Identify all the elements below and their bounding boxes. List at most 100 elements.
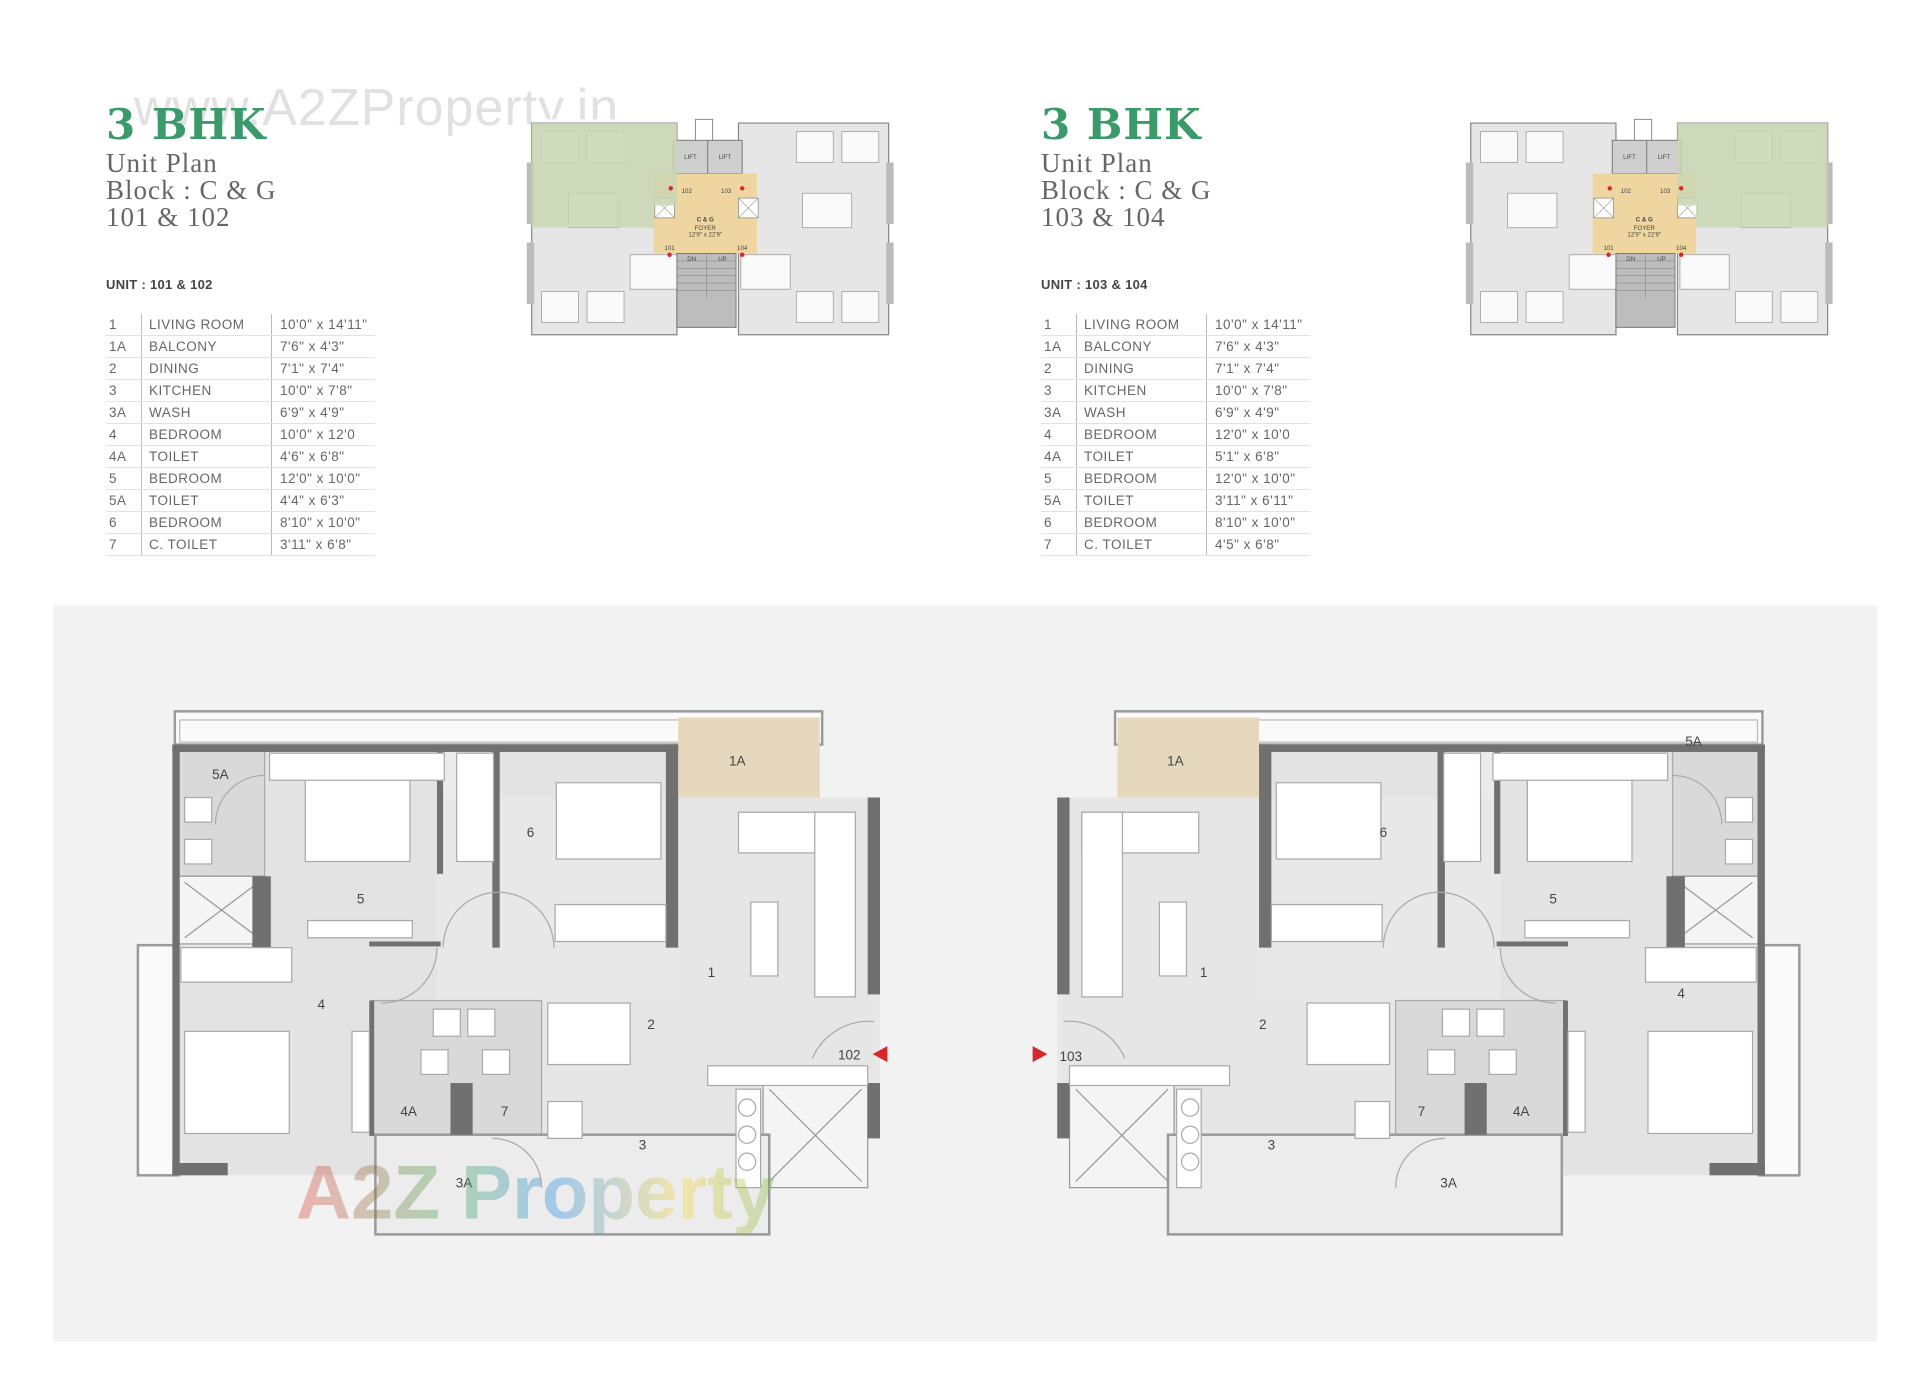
block-label: C & G — [1636, 217, 1653, 224]
room-dimension: 3'11" x 6'8" — [271, 533, 375, 556]
unit-103-label: 103 — [721, 188, 732, 195]
room-dimension: 4'5" x 6'8" — [1206, 533, 1310, 556]
lift-label: LIFT — [1623, 154, 1636, 161]
entry-arrow-icon — [1032, 1046, 1048, 1063]
unit-103-label: 103 — [1660, 188, 1671, 195]
room-label-5a: 5A — [212, 767, 229, 782]
room-number: 2 — [1041, 357, 1077, 380]
foyer-label: FOYER — [695, 225, 717, 232]
unit-104-label: 104 — [1676, 245, 1687, 252]
entry-marker-icon — [1607, 186, 1613, 191]
room-dimension: 6'9" x 4'9" — [271, 401, 375, 424]
unit-104-label: 104 — [737, 245, 748, 252]
unit-101-label: 101 — [664, 245, 675, 252]
unit-type-title: 3 BHK — [1041, 100, 1202, 149]
entry-label: 102 — [838, 1048, 861, 1063]
room-name: DINING — [1076, 357, 1207, 380]
room-number: 7 — [1041, 533, 1077, 556]
entry-marker-icon — [668, 186, 674, 191]
room-label-4a: 4A — [400, 1104, 417, 1119]
room-label-3a: 3A — [1440, 1176, 1457, 1191]
subtitle-line: 101 & 102 — [106, 202, 231, 232]
room-name: BEDROOM — [1076, 423, 1207, 446]
room-name: TOILET — [141, 445, 272, 468]
room-dimension: 12'0" x 10'0" — [271, 467, 375, 490]
room-label-2: 2 — [1259, 1017, 1267, 1032]
stair-up-label: UP — [1657, 256, 1666, 263]
room-number: 3 — [106, 379, 142, 402]
room-name: BEDROOM — [1076, 511, 1207, 534]
entry-marker-icon — [1606, 252, 1611, 257]
room-label-6: 6 — [1380, 825, 1388, 840]
room-name: TOILET — [141, 489, 272, 512]
room-label-4: 4 — [318, 997, 326, 1012]
room-number: 6 — [1041, 511, 1077, 534]
room-dimension: 10'0" x 14'11" — [1206, 314, 1310, 336]
unit-label: UNIT : 103 & 104 — [1041, 277, 1148, 292]
subtitle-line: Block : C & G — [1041, 175, 1212, 205]
lift-label: LIFT — [1658, 154, 1671, 161]
room-number: 4A — [106, 445, 142, 468]
room-dimension: 7'1" x 7'4" — [1206, 357, 1310, 380]
room-number: 5 — [106, 467, 142, 490]
unit-102-label: 102 — [682, 188, 693, 195]
room-name: BEDROOM — [141, 423, 272, 446]
entry-marker-icon — [1678, 186, 1684, 191]
subtitle-line: Unit Plan — [1041, 148, 1153, 178]
room-number: 6 — [106, 511, 142, 534]
room-label-2: 2 — [647, 1017, 655, 1032]
room-label-4a: 4A — [1513, 1104, 1530, 1119]
unit-101-label: 101 — [1603, 245, 1614, 252]
stair-up-label: UP — [718, 256, 727, 263]
room-number: 1 — [106, 314, 142, 336]
room-number: 4 — [106, 423, 142, 446]
room-dimension: 10'0" x 14'11" — [271, 314, 375, 336]
lift-label: LIFT — [684, 154, 697, 161]
room-name: TOILET — [1076, 489, 1207, 512]
room-name: C. TOILET — [141, 533, 272, 556]
room-name: BEDROOM — [141, 511, 272, 534]
room-name: LIVING ROOM — [1076, 314, 1207, 336]
entry-marker-icon — [739, 252, 745, 257]
stair-down-label: DN — [1626, 256, 1635, 263]
room-name: BEDROOM — [1076, 467, 1207, 490]
foyer-dimension: 12'9" x 22'9" — [688, 231, 722, 238]
room-label-7: 7 — [501, 1104, 509, 1119]
room-dimension: 7'1" x 7'4" — [271, 357, 375, 380]
room-number: 1A — [106, 335, 142, 358]
room-name: WASH — [1076, 401, 1207, 424]
room-name: LIVING ROOM — [141, 314, 272, 336]
room-label-3a: 3A — [456, 1176, 473, 1191]
room-dimension: 5'1" x 6'8" — [1206, 445, 1310, 468]
room-label-6: 6 — [527, 825, 535, 840]
room-name: TOILET — [1076, 445, 1207, 468]
room-number: 1 — [1041, 314, 1077, 336]
room-dimension: 3'11" x 6'11" — [1206, 489, 1310, 512]
room-dimension: 7'6" x 4'3" — [1206, 335, 1310, 358]
entry-marker-icon — [739, 186, 745, 191]
unit-info-101-102: 3 BHK Unit Plan Block : C & G 101 & 102 … — [106, 100, 526, 556]
unit-type-title: 3 BHK — [106, 100, 267, 149]
room-label-1: 1 — [1200, 965, 1208, 980]
room-name: DINING — [141, 357, 272, 380]
room-dimension: 10'0" x 7'8" — [271, 379, 375, 402]
room-label-3: 3 — [639, 1137, 647, 1152]
room-dimension: 4'4" x 6'3" — [271, 489, 375, 512]
foyer-label: FOYER — [1634, 225, 1656, 232]
subtitle-line: 103 & 104 — [1041, 202, 1166, 232]
room-label-5: 5 — [357, 891, 365, 906]
